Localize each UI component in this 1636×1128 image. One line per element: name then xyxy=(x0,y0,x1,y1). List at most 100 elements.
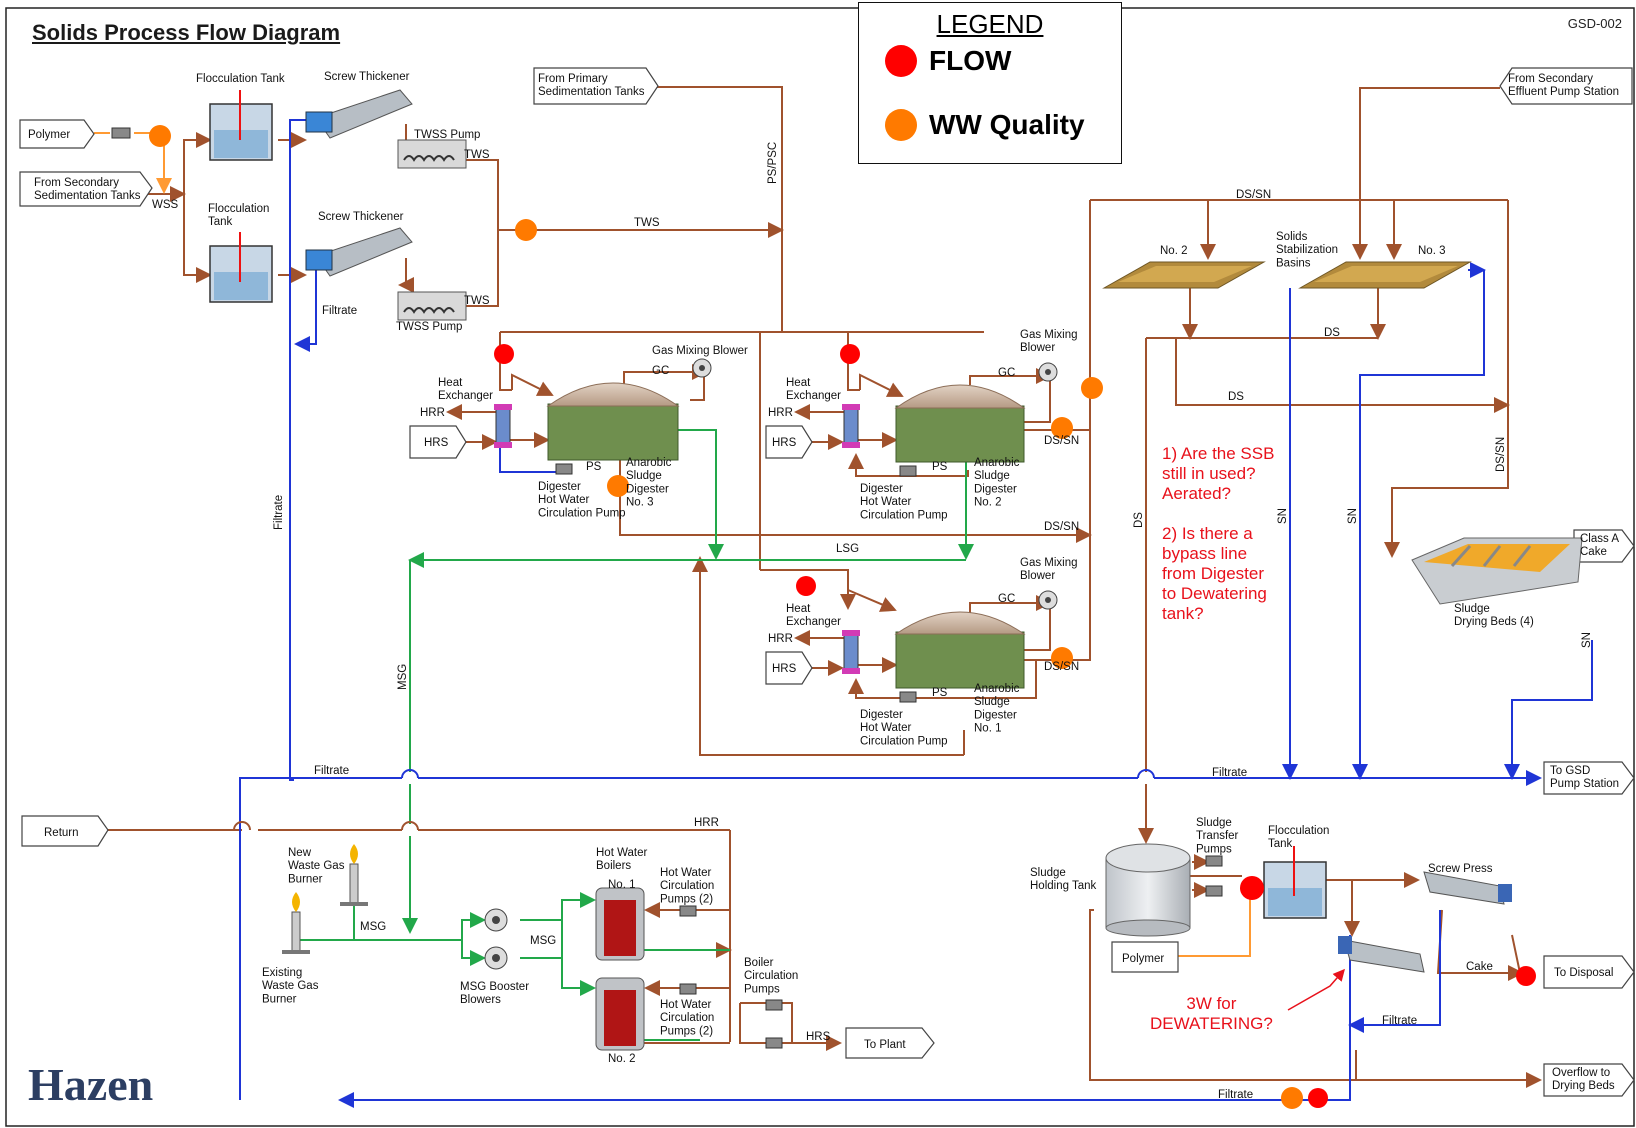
small-pumps xyxy=(111,127,1223,1049)
polymer-tag[interactable] xyxy=(19,119,95,149)
stream-ps-2: PS xyxy=(932,461,948,473)
to-gsd-tag[interactable] xyxy=(1543,761,1635,795)
heat-exchanger-2 xyxy=(842,404,860,448)
twss-pump-2 xyxy=(397,291,467,321)
to-plant-tag[interactable] xyxy=(845,1027,935,1059)
flow-markers xyxy=(494,344,1536,1108)
overflow-tag[interactable] xyxy=(1543,1063,1635,1097)
quality-marker xyxy=(1051,417,1073,439)
hrs-tag-3[interactable] xyxy=(409,425,467,459)
flow-marker xyxy=(494,344,514,364)
stream-gc-1: GC xyxy=(998,593,1015,605)
msg-booster-blower-b xyxy=(484,946,508,970)
question-3: 3W for DEWATERING? xyxy=(1150,994,1273,1033)
new-burner xyxy=(340,844,368,906)
stream-msg-blowers: MSG xyxy=(530,935,556,947)
quality-marker xyxy=(1281,1087,1303,1109)
digester-1 xyxy=(894,611,1026,689)
stream-filtrate-top: Filtrate xyxy=(322,305,357,317)
hrs-tag-2[interactable] xyxy=(765,425,813,459)
heat-exchanger-3 xyxy=(494,404,512,448)
terminal-to-disposal: To Disposal xyxy=(1554,967,1613,979)
from-primary-sed-tag[interactable] xyxy=(533,67,659,105)
line-crossings xyxy=(242,772,1154,836)
question-1: 1) Are the SSB still in used? Aerated? xyxy=(1162,444,1275,503)
quality-markers xyxy=(149,125,1303,1109)
legend: LEGEND FLOW WW Quality xyxy=(858,2,1122,164)
terminal-polymer-2: Polymer xyxy=(1122,953,1164,965)
boiler-no2 xyxy=(595,977,645,1051)
hrs-tag-1[interactable] xyxy=(765,651,813,685)
from-secondary-sed-tag[interactable] xyxy=(19,171,153,207)
label-floc-tank-1: Flocculation Tank xyxy=(196,73,285,85)
ssb-no3 xyxy=(1298,261,1472,289)
terminal-to-plant: To Plant xyxy=(864,1039,906,1051)
digester-3 xyxy=(546,382,680,461)
from-secondary-effluent-tag[interactable] xyxy=(1499,67,1633,105)
label-gas-mixing-blower-3: Gas Mixing Blower xyxy=(652,345,748,357)
page-title: Solids Process Flow Diagram xyxy=(32,20,341,45)
legend-item-quality: WW Quality xyxy=(885,109,1085,141)
return-tag[interactable] xyxy=(21,815,109,847)
screw-press-2 xyxy=(1338,936,1425,973)
hazen-logo: Hazen xyxy=(28,1059,154,1110)
flow-marker xyxy=(1240,876,1264,900)
flow-marker xyxy=(1308,1088,1328,1108)
stream-filtrate-right: Filtrate xyxy=(1212,767,1247,779)
stream-ds-sn-top: DS/SN xyxy=(1236,189,1271,201)
stream-gc-3: GC xyxy=(652,365,669,377)
legend-title: LEGEND xyxy=(936,9,1044,39)
polymer-tag-2[interactable] xyxy=(1111,941,1179,973)
flow-marker xyxy=(1516,966,1536,986)
label-twss-pump-2: TWSS Pump xyxy=(396,321,462,333)
gas-mixing-blower-3 xyxy=(692,358,712,378)
stream-sn-right: SN xyxy=(1581,632,1593,648)
screw-press-1 xyxy=(1423,871,1512,905)
drawing-code: GSD-002 xyxy=(1567,16,1622,31)
quality-marker xyxy=(515,219,537,241)
stream-hrr-1: HRR xyxy=(768,633,793,645)
stream-filtrate-vertical: Filtrate xyxy=(273,495,285,530)
label-ssb-no2: No. 2 xyxy=(1160,245,1188,257)
terminal-hrs-3: HRS xyxy=(424,437,449,449)
stream-ps-3: PS xyxy=(586,461,602,473)
legend-label-quality: WW Quality xyxy=(929,109,1085,140)
label-screw-thickener-1: Screw Thickener xyxy=(324,71,410,83)
screw-thickener-1 xyxy=(305,89,413,139)
stream-wss: WSS xyxy=(152,199,179,211)
stream-ds-sn-1: DS/SN xyxy=(1044,661,1079,673)
heat-exchanger-1 xyxy=(842,630,860,674)
stream-tws-main: TWS xyxy=(634,217,660,229)
flow-marker xyxy=(796,576,816,596)
filtrate-lines xyxy=(239,119,1593,1108)
msg-booster-blower-a xyxy=(484,908,508,932)
stream-tws-1: TWS xyxy=(464,149,490,161)
stream-hrr-2: HRR xyxy=(768,407,793,419)
stream-ds-sn-2: DS/SN xyxy=(1044,435,1079,447)
stream-filtrate-main: Filtrate xyxy=(314,765,349,777)
stream-sn-1: SN xyxy=(1277,508,1289,524)
to-disposal-tag[interactable] xyxy=(1543,955,1635,989)
gas-lines xyxy=(296,429,974,1041)
label-ssb-no3: No. 3 xyxy=(1418,245,1446,257)
label-boiler-no2: No. 2 xyxy=(608,1053,636,1065)
stream-ds-vertical: DS xyxy=(1133,512,1145,528)
screw-thickener-2 xyxy=(305,227,413,277)
